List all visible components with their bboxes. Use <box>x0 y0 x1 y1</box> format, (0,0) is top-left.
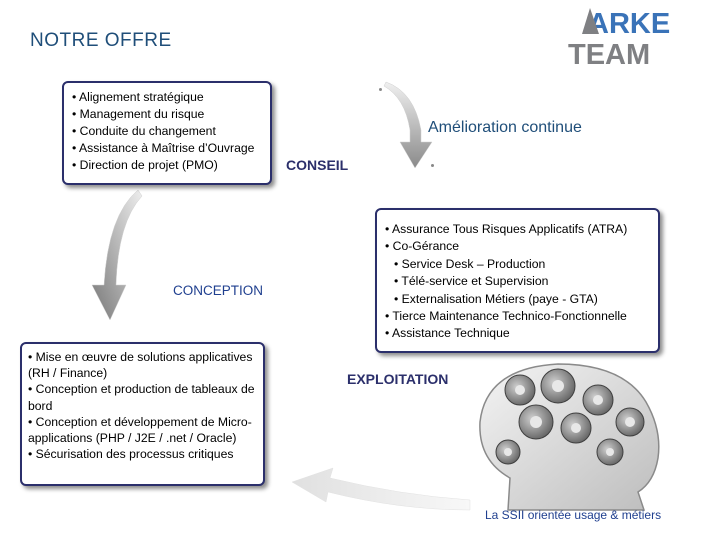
list-item: • Télé-service et Supervision <box>394 274 549 289</box>
gear-hub <box>571 423 581 433</box>
conception-list: • Mise en œuvre de solutions applicative… <box>28 349 257 462</box>
list-item: • Assistance à Maîtrise d’Ouvrage <box>72 141 255 155</box>
tagline: La SSII orientée usage & métiers <box>485 508 662 522</box>
exploitation-box: • Assurance Tous Risques Applicatifs (AT… <box>375 208 660 353</box>
deco-dot <box>431 164 434 167</box>
exploitation-label: EXPLOITATION <box>347 371 449 387</box>
conseil-list: • Alignement stratégique • Management du… <box>72 89 262 174</box>
arke-team-logo: ARKE TEAM <box>568 8 670 68</box>
list-item: • Conduite du changement <box>72 124 216 138</box>
amelioration-label: Amélioration continue <box>428 119 582 136</box>
page-title: NOTRE OFFRE <box>30 30 172 51</box>
list-item: • Mise en œuvre de solutions applicative… <box>28 350 253 381</box>
gear-hub <box>504 448 512 456</box>
list-item: • Management du risque <box>72 107 205 121</box>
logo-line1: ARKE <box>588 8 670 40</box>
logo-triangle <box>582 8 599 34</box>
list-item: • Tierce Maintenance Technico-Fonctionne… <box>385 309 627 324</box>
conception-label: CONCEPTION <box>173 283 264 298</box>
list-item: • Assurance Tous Risques Applicatifs (AT… <box>385 222 628 236</box>
arrow-conseil-to-conception <box>91 189 143 321</box>
list-item: • Externalisation Métiers (paye - GTA) <box>394 291 598 306</box>
conception-box: • Mise en œuvre de solutions applicative… <box>20 342 265 486</box>
gear-hub <box>593 395 603 405</box>
head-gears-illustration <box>479 363 660 511</box>
list-item: • Direction de projet (PMO) <box>72 158 218 172</box>
exploitation-list: • Assurance Tous Risques Applicatifs (AT… <box>385 221 654 343</box>
gear-hub <box>530 416 542 428</box>
list-item: • Conception et développement de Micro-a… <box>28 414 252 446</box>
gear-hub <box>625 417 635 427</box>
deco-dot <box>379 88 382 91</box>
list-item: • Sécurisation des processus critiques <box>28 447 234 462</box>
list-item: • Service Desk – Production <box>394 256 546 271</box>
list-item: • Assistance Technique <box>385 326 510 341</box>
conseil-label: CONSEIL <box>286 157 349 173</box>
list-item: • Alignement stratégique <box>72 90 204 104</box>
list-item: • Conception et production de tableaux d… <box>28 382 255 413</box>
arrow-exploitation-to-conception <box>291 467 471 511</box>
gear-hub <box>606 448 614 456</box>
list-item: • Co-Gérance <box>385 239 460 254</box>
arrow-conseil-to-amelioration <box>383 81 433 169</box>
gear-hub <box>515 385 525 395</box>
logo-line2: TEAM <box>568 39 650 68</box>
gear-hub <box>552 380 564 392</box>
conseil-box: • Alignement stratégique • Management du… <box>62 81 272 185</box>
